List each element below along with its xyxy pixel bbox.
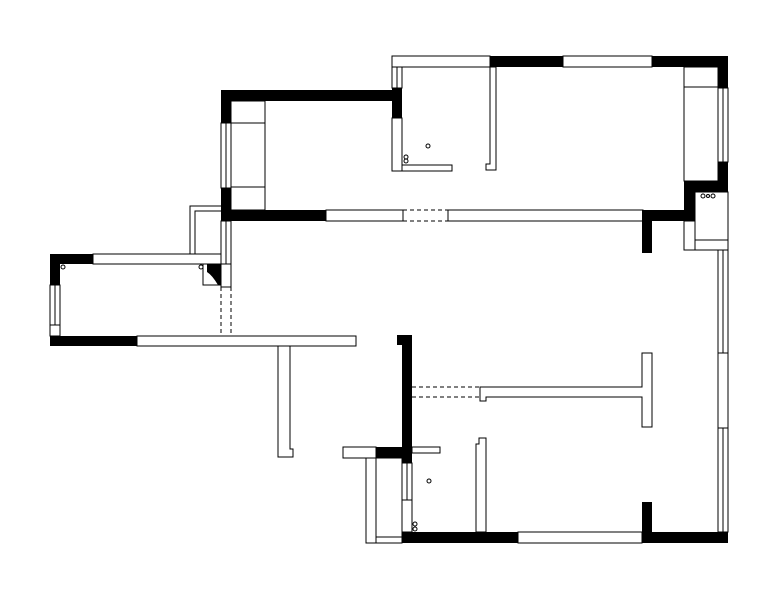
window [562,55,653,68]
window [517,531,643,544]
window [717,352,729,429]
top-left-room [220,90,644,222]
closet [365,457,403,544]
top-right-room [391,55,729,253]
corridor [189,205,232,336]
wardrobe [683,66,719,182]
wardrobe [230,100,266,211]
left-room [49,253,357,458]
bathroom-right [683,191,729,251]
right-wall [717,249,729,533]
bottom-room [342,335,728,544]
